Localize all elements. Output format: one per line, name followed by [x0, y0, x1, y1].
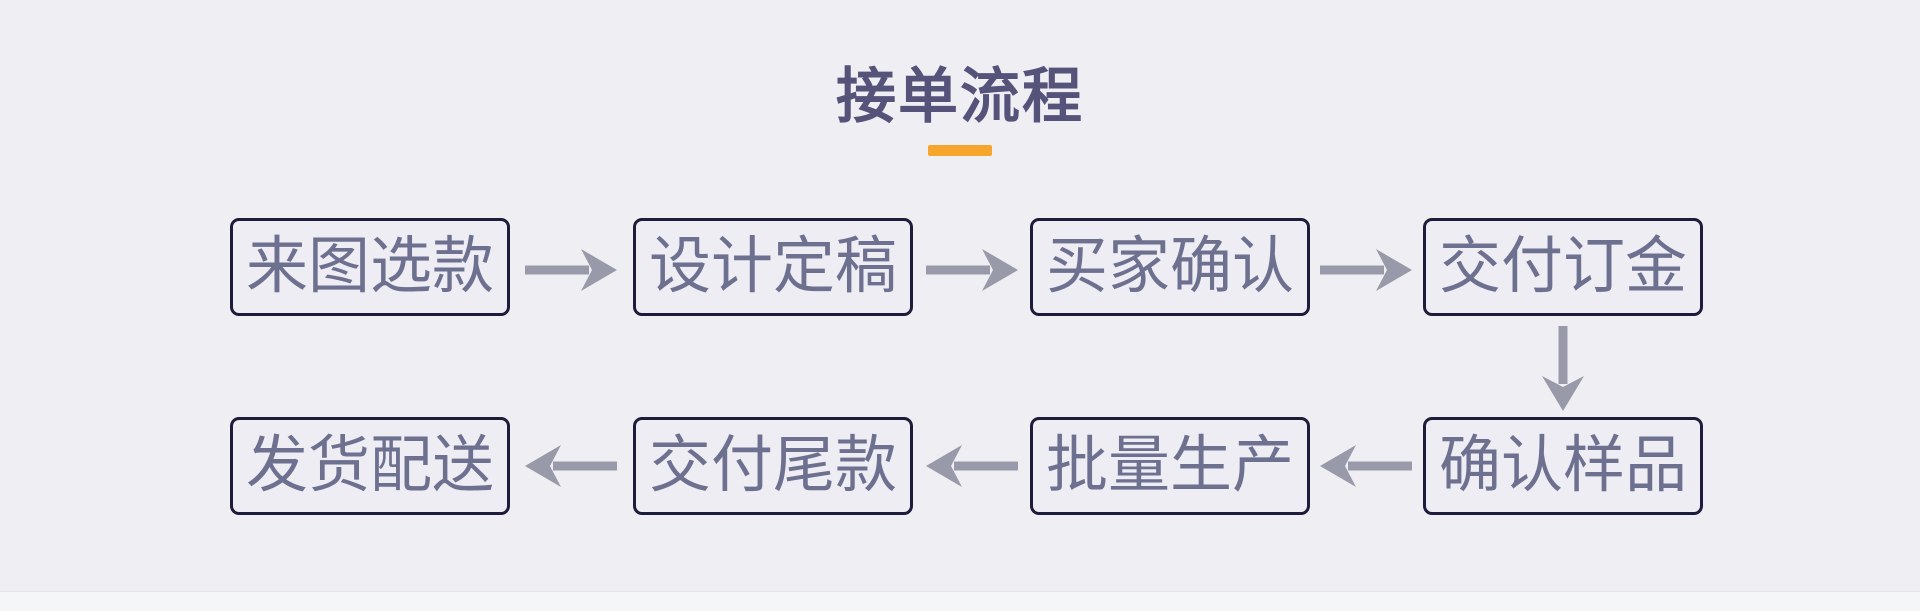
flow-step-label: 发货配送: [245, 432, 494, 500]
flow-step-label: 交付订金: [1438, 233, 1687, 301]
title-underline-bar: [928, 145, 992, 156]
flow-step-label: 批量生产: [1045, 432, 1294, 500]
flow-step-label: 设计定稿: [648, 233, 897, 301]
page-bottom-strip: [0, 591, 1920, 611]
arrow-left-icon: [525, 443, 617, 489]
flow-step-label: 买家确认: [1045, 233, 1294, 301]
arrow-left-icon: [926, 443, 1018, 489]
page-title: 接单流程: [836, 64, 1084, 130]
flow-step-piliang-shengchan: 批量生产: [1030, 417, 1310, 515]
flow-step-jiaofu-weikuan: 交付尾款: [633, 417, 913, 515]
arrow-right-icon: [926, 247, 1018, 293]
arrow-down-icon: [1540, 326, 1586, 411]
flow-step-fahuo-peisong: 发货配送: [230, 417, 510, 515]
flow-step-label: 确认样品: [1438, 432, 1687, 500]
flow-step-queren-yangpin: 确认样品: [1423, 417, 1703, 515]
flow-step-jiaofu-dingjin: 交付订金: [1423, 218, 1703, 316]
arrow-right-icon: [1320, 247, 1412, 293]
arrow-left-icon: [1320, 443, 1412, 489]
arrow-right-icon: [525, 247, 617, 293]
flow-step-sheji-dinggao: 设计定稿: [633, 218, 913, 316]
flow-step-label: 交付尾款: [648, 432, 897, 500]
flow-step-maijia-queren: 买家确认: [1030, 218, 1310, 316]
flow-step-label: 来图选款: [245, 233, 494, 301]
flow-step-laitu-xuankuan: 来图选款: [230, 218, 510, 316]
